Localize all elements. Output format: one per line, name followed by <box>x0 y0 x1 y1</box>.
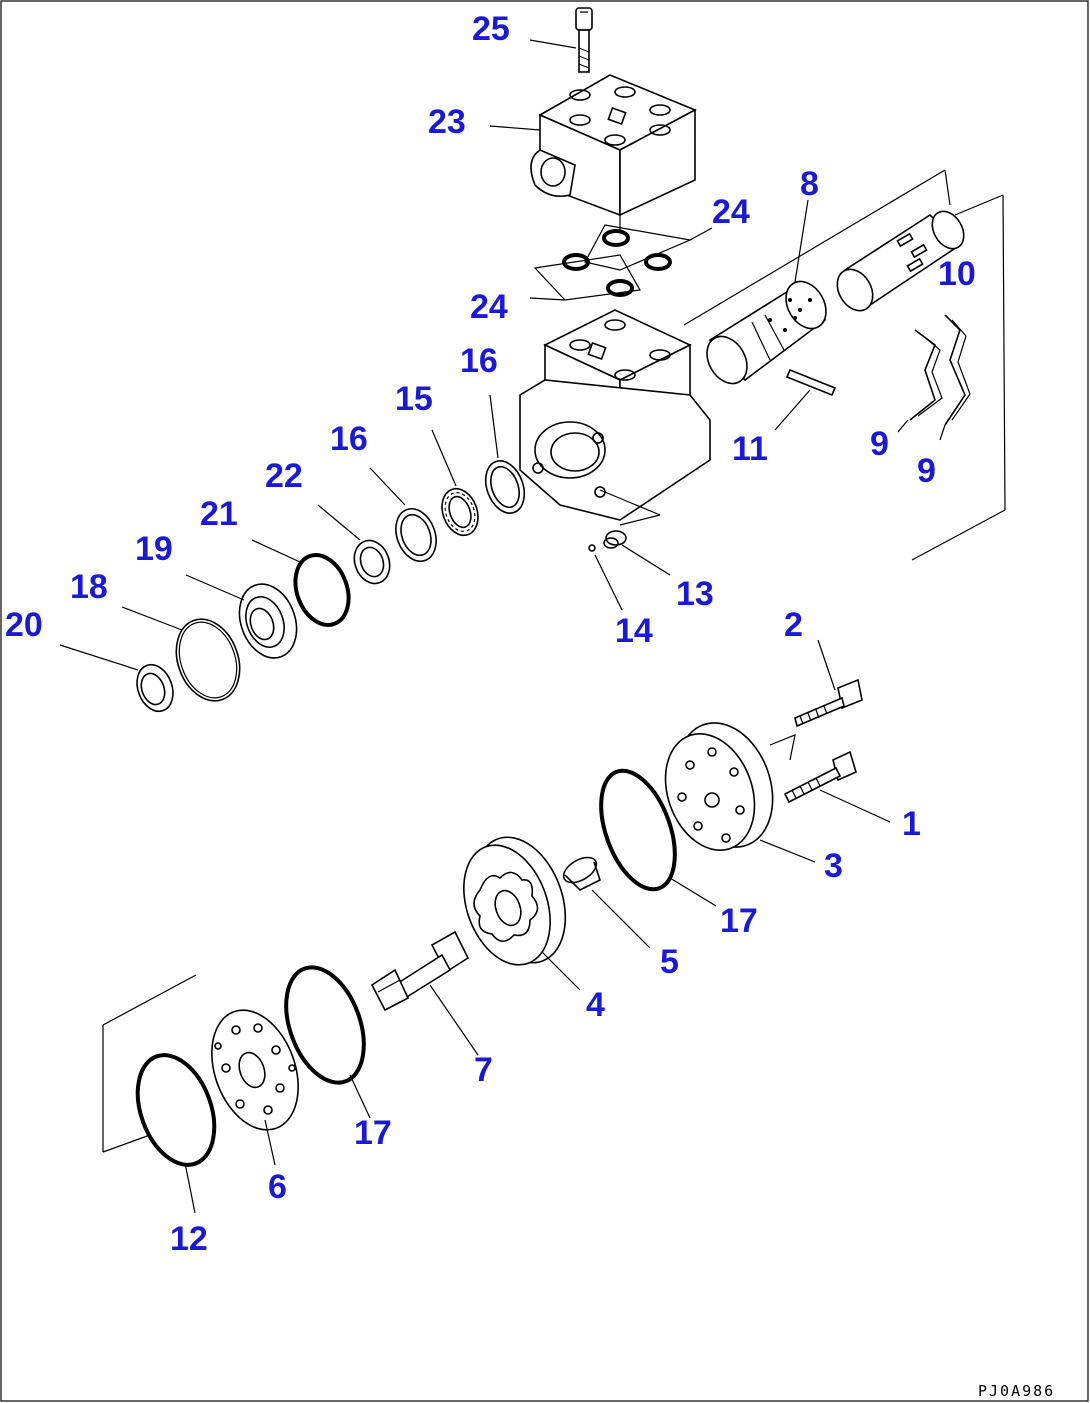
part-3-end-cap <box>664 722 816 863</box>
callout-25: 25 <box>472 10 510 48</box>
callout-14: 14 <box>615 612 653 650</box>
steering-valve-housing <box>519 169 951 526</box>
callout-5: 5 <box>660 943 679 981</box>
part-21-o-ring <box>251 539 351 627</box>
callout-17b: 17 <box>354 1114 392 1152</box>
callout-3: 3 <box>824 847 843 885</box>
callout-21: 21 <box>200 495 238 533</box>
callout-15: 15 <box>395 380 433 418</box>
callout-16a: 16 <box>460 342 498 380</box>
callout-8: 8 <box>800 165 819 203</box>
callout-11: 11 <box>732 430 768 468</box>
part-22-seal <box>317 504 391 585</box>
part-20-dust-seal <box>59 644 174 713</box>
callout-17a: 17 <box>720 902 758 940</box>
callout-23: 23 <box>428 103 466 141</box>
callout-1: 1 <box>902 805 921 843</box>
callout-6: 6 <box>268 1168 287 1206</box>
part-16-washer-a <box>484 394 526 514</box>
callout-13: 13 <box>676 575 714 613</box>
callout-19: 19 <box>135 530 173 568</box>
part-25-bolt <box>529 7 593 73</box>
part-10-spool <box>836 210 965 312</box>
callout-9a: 9 <box>870 425 889 463</box>
part-17-o-ring-upper <box>599 768 717 907</box>
part-9-springs <box>897 314 971 441</box>
assembly-bracket-lower <box>102 974 197 1153</box>
callout-labels: 25 23 24 24 8 10 16 15 16 22 21 19 18 20… <box>5 10 976 1258</box>
part-1-bolt <box>783 750 891 823</box>
assembly-bracket-upper <box>911 194 1006 561</box>
part-13-check-valve <box>603 530 671 576</box>
callout-18: 18 <box>70 568 108 606</box>
part-23-cover-block <box>489 74 697 230</box>
callout-24a: 24 <box>712 193 750 231</box>
callout-7: 7 <box>474 1051 493 1089</box>
callout-20: 20 <box>5 606 43 644</box>
callout-2: 2 <box>784 606 803 644</box>
callout-9b: 9 <box>917 452 936 490</box>
part-4-gerotor-set <box>463 836 581 991</box>
part-5-spacer <box>562 856 651 949</box>
callout-22: 22 <box>265 457 303 495</box>
part-15-thrust-bearing <box>431 429 479 537</box>
part-18-o-ring <box>121 606 241 702</box>
part-11-pin <box>774 368 837 431</box>
part-2-bolt <box>769 639 863 761</box>
part-16-washer-b <box>369 467 437 562</box>
callout-12: 12 <box>170 1220 208 1258</box>
part-14-ball <box>588 544 623 611</box>
callout-16b: 16 <box>330 420 368 458</box>
part-12-o-ring <box>135 1053 217 1214</box>
callout-10: 10 <box>938 255 976 293</box>
part-7-drive-shaft <box>370 930 479 1056</box>
part-19-seal-retainer <box>185 574 298 659</box>
part-17-o-ring-lower <box>284 965 371 1119</box>
callout-24b: 24 <box>470 288 508 326</box>
part-24-o-rings <box>529 224 713 301</box>
reference-code: PJ0A986 <box>978 1382 1055 1400</box>
part-8-sleeve <box>706 199 827 385</box>
part-6-plate <box>211 1009 299 1166</box>
callout-4: 4 <box>586 986 605 1024</box>
